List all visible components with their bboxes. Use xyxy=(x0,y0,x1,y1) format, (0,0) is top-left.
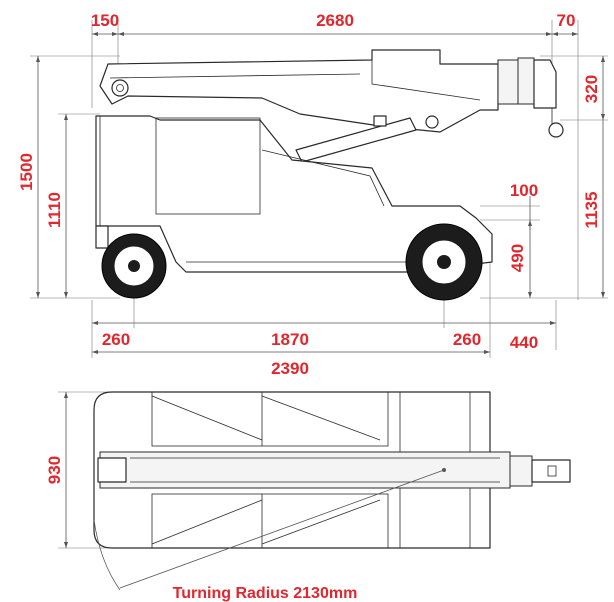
arrow-head xyxy=(601,114,605,120)
panel-diagonal xyxy=(151,499,263,545)
panel-diagonal xyxy=(261,395,381,441)
boom-section-line xyxy=(371,60,481,101)
arrow-head xyxy=(36,56,40,62)
arrow-head xyxy=(64,392,68,398)
dim-overall-height: 1500 xyxy=(17,153,36,191)
chassis-line xyxy=(261,149,385,207)
arrow-head xyxy=(64,292,68,298)
crane-side-body xyxy=(95,49,564,301)
boom-pivot xyxy=(111,79,129,97)
arrow-head xyxy=(112,32,118,36)
arrow-head xyxy=(528,220,532,226)
arrow-head xyxy=(552,32,558,36)
turning-radius-label: Turning Radius 2130mm xyxy=(173,585,358,602)
boom-top-line xyxy=(109,73,361,79)
panel-diagonal xyxy=(261,499,381,545)
dim-chassis-height: 1110 xyxy=(45,192,64,228)
top-panel-upper xyxy=(151,391,389,447)
dim-width: 930 xyxy=(45,456,64,484)
hook-top xyxy=(547,465,557,477)
arrow-head xyxy=(92,32,98,36)
dim-front-overhang: 150 xyxy=(91,11,119,30)
boom-main xyxy=(99,49,499,133)
boom-telescope-top xyxy=(509,455,533,487)
chassis xyxy=(95,115,493,273)
boom-head-top xyxy=(531,459,571,483)
dim-ground-clearance: 100 xyxy=(510,181,538,200)
cab-panel xyxy=(155,117,261,215)
top-view: 930 Turning Radius 2130mm xyxy=(45,391,571,602)
dim-hook-height: 1135 xyxy=(582,192,601,229)
dim-front-wheel-offset: 260 xyxy=(102,330,130,349)
arrow-head xyxy=(118,32,124,36)
rear-step xyxy=(95,225,109,249)
arrow-head xyxy=(550,321,556,325)
arrow-head xyxy=(601,56,605,62)
arrow-head xyxy=(546,32,552,36)
boom-telescope-1 xyxy=(497,59,519,105)
arrow-head xyxy=(36,292,40,298)
dim-wheelbase: 1870 xyxy=(271,330,309,349)
arrow-head xyxy=(572,32,578,36)
boom-head xyxy=(533,59,557,109)
front-wheel-hub xyxy=(437,255,451,269)
dim-hook-block: 320 xyxy=(582,75,601,103)
dim-overall-length: 2390 xyxy=(271,359,309,378)
cylinder-cap xyxy=(373,115,387,127)
arrow-head xyxy=(528,292,532,298)
arrow-head xyxy=(484,350,490,354)
arrow-head xyxy=(601,292,605,298)
panel-diagonal xyxy=(151,395,263,441)
turning-radius-line xyxy=(119,469,445,589)
side-view: 150 2680 70 1500 1110 320 1135 100 490 xyxy=(17,11,608,378)
turning-arc xyxy=(93,519,121,591)
arrow-head xyxy=(92,350,98,354)
hook xyxy=(548,122,564,138)
arrow-head xyxy=(64,114,68,120)
turning-center xyxy=(442,468,446,472)
dim-rear-overhang: 440 xyxy=(510,333,538,352)
dim-wheel-height: 490 xyxy=(508,244,527,272)
boom-top xyxy=(99,451,511,489)
dim-boom-length: 2680 xyxy=(316,11,354,30)
arrow-head xyxy=(64,542,68,548)
boom-pivot-inner xyxy=(116,84,124,92)
rear-wheel-hub xyxy=(128,260,140,272)
dim-rear-wheel-offset: 260 xyxy=(453,330,481,349)
boom-telescope-2 xyxy=(517,57,535,105)
top-panel-lower xyxy=(151,493,389,549)
arrow-head xyxy=(92,321,98,325)
dim-hook-offset: 70 xyxy=(557,11,576,30)
lift-cylinder xyxy=(295,117,417,163)
cylinder-pivot xyxy=(425,115,439,129)
counterweight xyxy=(97,457,127,483)
